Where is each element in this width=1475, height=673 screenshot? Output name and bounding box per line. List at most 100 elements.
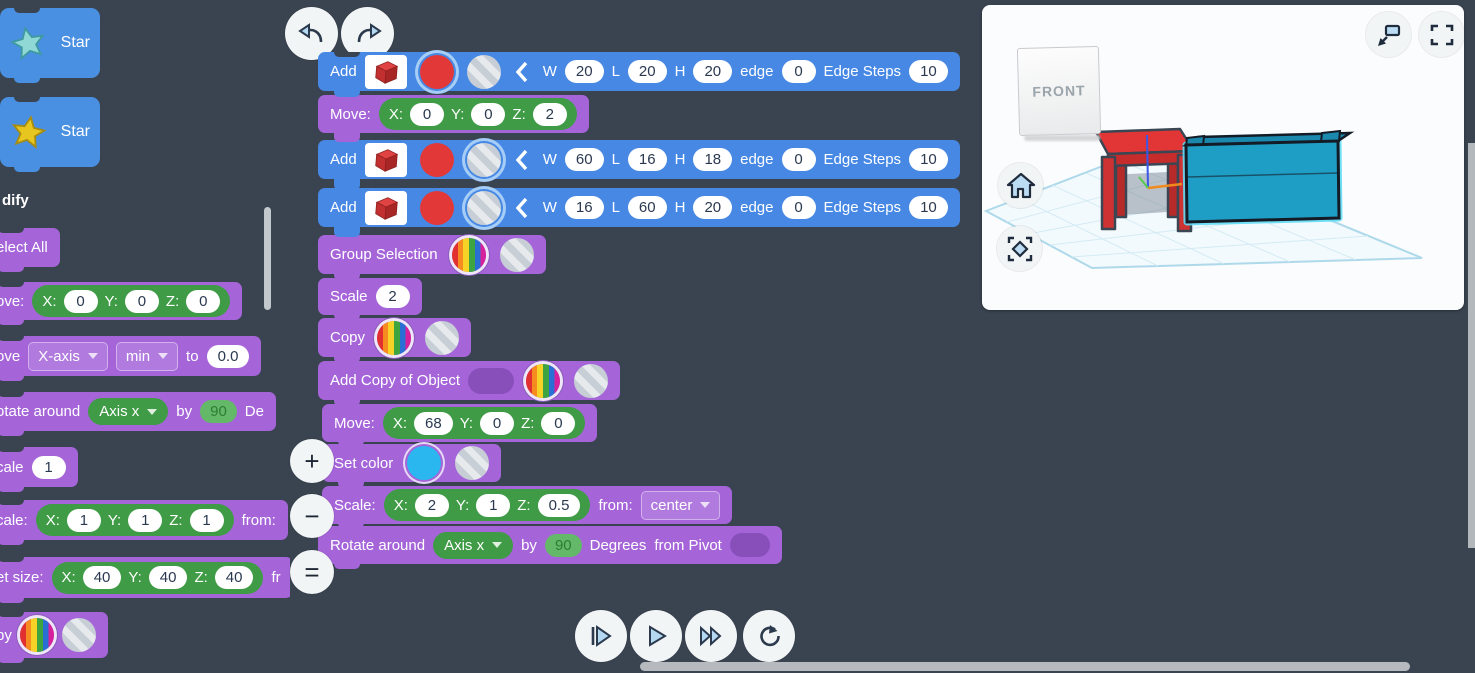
script-block-scale-xyz[interactable]: Scale: X: 2 Y: 1 Z: 0.5 from: center — [322, 486, 733, 524]
multi-color-swatch[interactable] — [377, 320, 412, 355]
transform-gizmo[interactable] — [1138, 134, 1183, 190]
material-swatch[interactable] — [61, 618, 96, 652]
x-input[interactable]: 68 — [414, 411, 453, 435]
x-input[interactable]: 2 — [414, 493, 449, 517]
x-input[interactable]: 0 — [410, 102, 445, 126]
value-input[interactable]: 0.0 — [206, 344, 250, 368]
multi-color-swatch[interactable] — [526, 363, 561, 398]
palette-block-copy[interactable]: py — [0, 612, 108, 663]
undo-button[interactable] — [285, 7, 338, 60]
x-input[interactable]: 40 — [82, 566, 122, 589]
l-input[interactable]: 20 — [627, 60, 667, 83]
vertical-scrollbar[interactable] — [1468, 143, 1475, 548]
home-view-button[interactable] — [998, 163, 1043, 208]
edge-steps-input[interactable]: 10 — [909, 60, 948, 83]
palette-block-rotate[interactable]: otate around Axis x by 90 De — [0, 392, 276, 436]
palette-block-select-all[interactable]: elect All — [0, 228, 60, 272]
redo-button[interactable] — [341, 7, 394, 60]
w-input[interactable]: 20 — [564, 60, 604, 83]
axis-dropdown[interactable]: Axis x — [88, 398, 169, 425]
edge-input[interactable]: 0 — [781, 148, 816, 171]
script-block-scale[interactable]: Scale 2 — [318, 278, 422, 315]
red-box-icon[interactable] — [364, 142, 407, 177]
z-input[interactable]: 0 — [186, 289, 221, 313]
z-input[interactable]: 40 — [214, 566, 254, 589]
y-input[interactable]: 0 — [124, 289, 159, 313]
zoom-reset-button[interactable]: = — [290, 550, 334, 594]
material-swatch[interactable] — [466, 190, 501, 225]
palette-block-move-axis[interactable]: ove X-axis min to 0.0 — [0, 336, 262, 381]
palette-block-set-size[interactable]: et size: X: 40 Y: 40 Z: 40 fr — [0, 557, 290, 603]
run-button[interactable] — [630, 610, 682, 662]
h-input[interactable]: 18 — [693, 148, 733, 171]
y-input[interactable]: 40 — [148, 566, 188, 589]
run-fast-button[interactable] — [685, 610, 737, 662]
l-input[interactable]: 60 — [627, 196, 667, 219]
w-input[interactable]: 16 — [564, 196, 604, 219]
z-input[interactable]: 2 — [532, 102, 567, 126]
palette-block-move[interactable]: ove: X: 0 Y: 0 Z: 0 — [0, 282, 243, 325]
axis-dropdown[interactable]: X-axis — [28, 341, 108, 371]
mode-dropdown[interactable]: min — [115, 341, 179, 371]
palette-scrollbar[interactable] — [264, 207, 271, 310]
red-box-icon[interactable] — [364, 190, 407, 225]
material-swatch[interactable] — [466, 54, 501, 89]
viewport-3d-scene[interactable] — [982, 5, 1464, 310]
pivot-slot[interactable] — [729, 533, 770, 557]
script-block-move-2[interactable]: Move: X: 68 Y: 0 Z: 0 — [322, 404, 598, 442]
color-swatch[interactable] — [419, 142, 454, 177]
object-slot[interactable] — [468, 367, 515, 394]
pop-out-viewport-button[interactable] — [1366, 12, 1411, 57]
material-swatch[interactable] — [466, 142, 501, 177]
material-swatch[interactable] — [499, 237, 534, 272]
fullscreen-button[interactable] — [1419, 12, 1464, 57]
fit-view-button[interactable] — [997, 226, 1042, 271]
script-block-add-1[interactable]: Add W 20 L 20 H 20 edge 0 Edge Steps 1 — [318, 52, 960, 91]
red-box-icon[interactable] — [364, 54, 407, 89]
l-input[interactable]: 16 — [627, 148, 667, 171]
horizontal-scrollbar[interactable] — [640, 662, 1410, 671]
edge-steps-input[interactable]: 10 — [909, 196, 948, 219]
color-swatch[interactable] — [419, 190, 454, 225]
collapse-chevron-icon[interactable] — [515, 149, 529, 171]
degrees-input[interactable]: 90 — [544, 533, 582, 557]
script-block-add-3[interactable]: Add W 16 L 60 H 20 edge 0 Edge Steps 1 — [318, 188, 960, 227]
y-input[interactable]: 0 — [480, 411, 515, 435]
script-block-set-color[interactable]: Set color — [322, 444, 502, 482]
y-input[interactable]: 1 — [476, 493, 511, 517]
multi-color-swatch[interactable] — [19, 618, 54, 652]
z-input[interactable]: 0.5 — [537, 493, 581, 517]
script-block-move-1[interactable]: Move: X: 0 Y: 0 Z: 2 — [318, 95, 589, 133]
palette-block-star-2[interactable]: Star — [0, 97, 100, 172]
h-input[interactable]: 20 — [693, 196, 733, 219]
color-swatch[interactable] — [419, 54, 454, 89]
y-input[interactable]: 1 — [128, 508, 163, 532]
z-input[interactable]: 1 — [189, 508, 224, 532]
material-swatch[interactable] — [455, 446, 490, 480]
z-input[interactable]: 0 — [541, 411, 576, 435]
step-button[interactable] — [575, 610, 627, 662]
edge-steps-input[interactable]: 10 — [909, 148, 948, 171]
x-input[interactable]: 1 — [66, 508, 101, 532]
collapse-chevron-icon[interactable] — [515, 197, 529, 219]
collapse-chevron-icon[interactable] — [515, 61, 529, 83]
restart-button[interactable] — [743, 610, 795, 662]
degrees-input[interactable]: 90 — [200, 400, 237, 423]
h-input[interactable]: 20 — [693, 60, 733, 83]
script-block-add-2[interactable]: Add W 60 L 16 H 18 edge 0 Edge Steps 1 — [318, 140, 960, 179]
origin-dropdown[interactable]: center — [640, 490, 721, 520]
zoom-out-button[interactable]: − — [290, 494, 334, 538]
scale-input[interactable]: 2 — [375, 285, 410, 308]
palette-block-scale-xyz[interactable]: cale: X: 1 Y: 1 Z: 1 from: — [0, 500, 288, 545]
script-block-group-selection[interactable]: Group Selection — [318, 235, 546, 274]
palette-block-scale[interactable]: cale 1 — [0, 447, 78, 492]
material-swatch[interactable] — [574, 363, 609, 398]
w-input[interactable]: 60 — [564, 148, 604, 171]
script-block-copy[interactable]: Copy — [318, 318, 472, 357]
axis-dropdown[interactable]: Axis x — [433, 531, 514, 559]
material-swatch[interactable] — [425, 320, 460, 355]
zoom-in-button[interactable]: + — [290, 439, 334, 483]
color-swatch[interactable] — [407, 446, 442, 480]
scale-input[interactable]: 1 — [31, 455, 66, 479]
palette-block-star-1[interactable]: Star — [0, 8, 100, 83]
